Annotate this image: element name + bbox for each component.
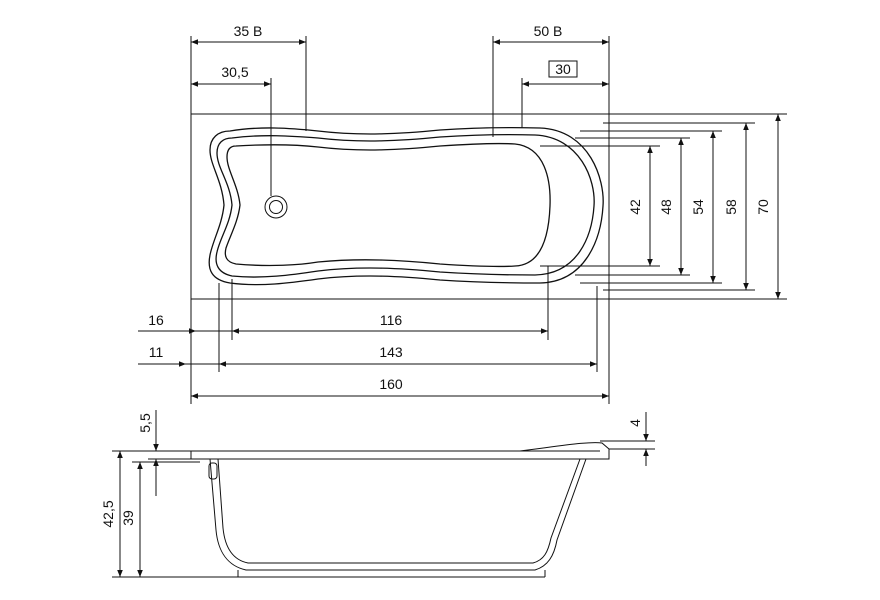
tub-outer-rim <box>190 113 610 300</box>
label-16: 16 <box>148 312 164 328</box>
label-5-5: 5,5 <box>137 413 153 433</box>
tub-body-outer <box>209 458 587 571</box>
label-42: 42 <box>627 199 643 215</box>
dimension-54: 54 <box>580 130 722 284</box>
label-116: 116 <box>380 312 403 328</box>
dimension-50b: 50 B <box>492 23 610 137</box>
label-58: 58 <box>723 199 739 215</box>
dimension-160: 160 <box>190 299 610 404</box>
label-35b: 35 B <box>234 23 263 39</box>
label-54: 54 <box>690 199 706 215</box>
label-42-5: 42,5 <box>100 500 116 527</box>
boxed-dimension-frame <box>548 60 578 78</box>
label-143: 143 <box>379 344 403 360</box>
dimension-35b: 35 B <box>190 23 307 131</box>
dimension-42: 42 <box>540 145 660 267</box>
label-30: 30 <box>555 61 571 77</box>
tub-basin-inner-wall <box>215 133 595 278</box>
label-50b: 50 B <box>534 23 563 39</box>
drain-inner <box>269 200 283 214</box>
overflow-outlet <box>208 462 218 480</box>
tub-basin-outer-contour <box>208 126 604 286</box>
dimension-11-143: 11 143 <box>138 283 598 372</box>
label-160: 160 <box>379 376 403 392</box>
dimension-4: 4 <box>600 412 655 466</box>
label-48: 48 <box>658 199 674 215</box>
tub-basin-floor <box>224 142 551 268</box>
tub-body-inner <box>217 458 581 564</box>
dimension-48: 48 <box>575 137 690 276</box>
tub-rim-profile <box>190 442 610 460</box>
label-11: 11 <box>149 344 164 360</box>
dimension-39: 39 <box>120 461 200 577</box>
dimension-30-5: 30,5 <box>191 64 272 196</box>
dimension-30-boxed: 30 <box>521 60 609 128</box>
drain-outer <box>264 195 288 219</box>
dimension-58: 58 <box>603 122 755 291</box>
top-view: 35 B 30,5 50 B 30 42 <box>138 23 787 404</box>
side-view: 5,5 4 42,5 39 <box>100 410 655 578</box>
label-70: 70 <box>755 199 771 215</box>
dimension-5-5: 5,5 <box>137 410 191 496</box>
dimension-70: 70 <box>609 113 787 300</box>
label-4: 4 <box>627 419 643 427</box>
label-39: 39 <box>120 510 136 526</box>
label-30-5: 30,5 <box>221 64 248 80</box>
dimension-42-5: 42,5 <box>100 450 238 578</box>
dimension-16-116: 16 116 <box>138 266 549 340</box>
